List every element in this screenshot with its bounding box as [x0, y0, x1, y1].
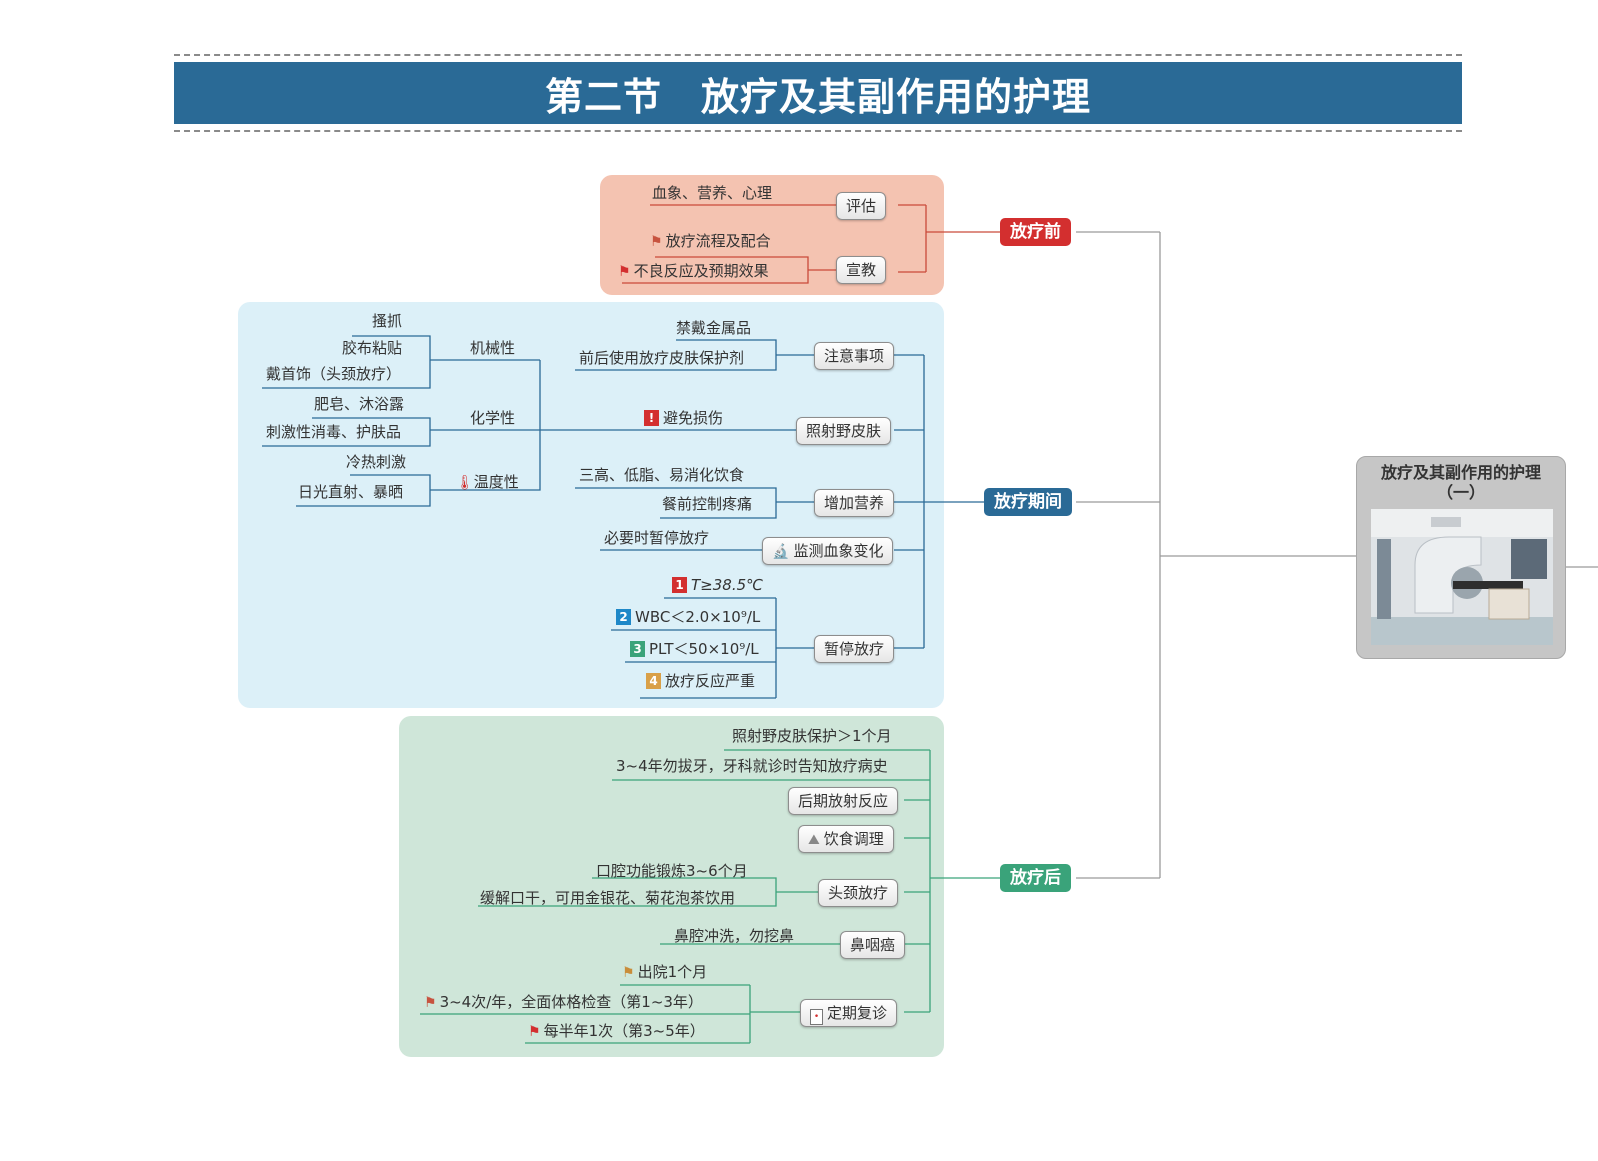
chemical-category: 化学性 — [470, 409, 516, 427]
calendar-icon: • — [810, 1009, 823, 1025]
assess-node[interactable]: 评估 — [836, 192, 887, 220]
precaution-item: 前后使用放疗皮肤保护剂 — [579, 349, 745, 367]
assess-detail: 血象、营养、心理 — [652, 184, 773, 202]
thermometer-icon: 🌡 — [456, 475, 474, 491]
after-skin-protect: 照射野皮肤保护＞1个月 — [732, 727, 892, 745]
before-region — [600, 175, 944, 295]
nutrition-item: 三高、低脂、易消化饮食 — [579, 466, 745, 484]
precautions-node[interactable]: 注意事项 — [814, 342, 895, 370]
nutrition-node[interactable]: 增加营养 — [814, 489, 895, 517]
mechanical-category: 机械性 — [470, 339, 516, 357]
root-title: 放疗及其副作用的护理 （一） — [1380, 463, 1541, 502]
flag-icon: ⚑ — [622, 965, 635, 981]
flag-icon: ⚑ — [424, 995, 437, 1011]
head-neck-node[interactable]: 头颈放疗 — [818, 879, 899, 907]
followup-node[interactable]: •定期复诊 — [800, 999, 898, 1027]
nutrition-item: 餐前控制疼痛 — [662, 495, 753, 513]
microscope-icon: 🔬 — [772, 544, 790, 560]
top-dashed-rule — [174, 54, 1462, 56]
late-reaction-node[interactable]: 后期放射反应 — [788, 787, 899, 815]
radiotherapy-machine-image — [1371, 509, 1553, 645]
monitor-node[interactable]: 🔬监测血象变化 — [762, 537, 894, 565]
followup-item: ⚑3~4次/年，全面体格检查（第1~3年） — [424, 993, 703, 1011]
thermal-item: 冷热刺激 — [346, 453, 407, 471]
educate-node[interactable]: 宣教 — [836, 256, 887, 284]
precaution-item: 禁戴金属品 — [676, 319, 752, 337]
flag-icon: ⚑ — [650, 234, 663, 250]
npc-detail: 鼻腔冲洗，勿挖鼻 — [674, 927, 795, 945]
branch-after-label[interactable]: 放疗后 — [1000, 864, 1071, 892]
educate-item: ⚑放疗流程及配合 — [650, 232, 771, 250]
branch-before-label[interactable]: 放疗前 — [1000, 218, 1071, 246]
food-cloche-icon: ⛰ — [808, 832, 820, 848]
followup-item: ⚑出院1个月 — [622, 963, 708, 981]
head-neck-item: 缓解口干，可用金银花、菊花泡茶饮用 — [480, 889, 736, 907]
mechanical-item: 胶布粘贴 — [342, 339, 403, 357]
thermal-item: 日光直射、暴晒 — [298, 483, 404, 501]
chemical-item: 刺激性消毒、护肤品 — [266, 423, 402, 441]
flag-icon: ⚑ — [528, 1024, 541, 1040]
mechanical-item: 搔抓 — [372, 312, 403, 330]
after-teeth: 3~4年勿拔牙，牙科就诊时告知放疗病史 — [616, 757, 888, 775]
bottom-dashed-rule — [174, 130, 1462, 132]
root-node[interactable]: 放疗及其副作用的护理 （一） — [1356, 456, 1566, 659]
followup-item: ⚑每半年1次（第3~5年） — [528, 1022, 705, 1040]
branch-during-label[interactable]: 放疗期间 — [984, 488, 1072, 516]
page-title: 第二节 放疗及其副作用的护理 — [544, 73, 1091, 119]
alert-icon: ! — [644, 410, 659, 426]
skin-node[interactable]: 照射野皮肤 — [796, 417, 892, 445]
educate-item: ⚑不良反应及预期效果 — [618, 262, 769, 280]
npc-node[interactable]: 鼻咽癌 — [840, 931, 906, 959]
title-banner: 第二节 放疗及其副作用的护理 — [174, 62, 1462, 124]
pause-node[interactable]: 暂停放疗 — [814, 635, 895, 663]
avoid-damage: !避免损伤 — [644, 408, 723, 428]
diet-node[interactable]: ⛰饮食调理 — [798, 825, 894, 853]
head-neck-item: 口腔功能锻炼3~6个月 — [596, 862, 748, 880]
thermal-category: 🌡温度性 — [456, 473, 519, 491]
flag-icon: ⚑ — [618, 264, 631, 280]
monitor-detail: 必要时暂停放疗 — [604, 529, 710, 547]
mechanical-item: 戴首饰（头颈放疗） — [266, 365, 402, 383]
chemical-item: 肥皂、沐浴露 — [314, 395, 405, 413]
